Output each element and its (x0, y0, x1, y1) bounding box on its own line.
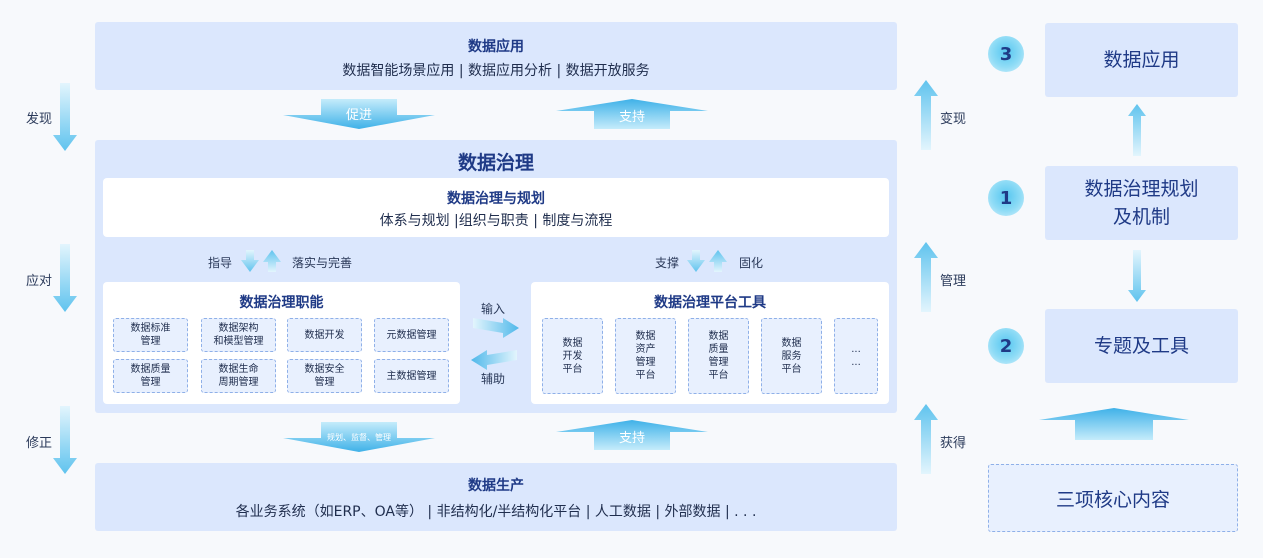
correct-label: 修正 (26, 436, 53, 451)
implement-up-arrow (263, 250, 281, 272)
correct-arrow (53, 406, 77, 474)
discover-arrow (53, 83, 77, 151)
governance-tools-panel: 数据治理平台工具 数据 开发 平台 数据 资产 管理 平台 数据 质量 管理 平… (531, 282, 889, 404)
governance-planning-panel: 数据治理与规划 体系与规划 |组织与职责 | 制度与流程 (103, 178, 889, 237)
badge-3: 3 (988, 36, 1024, 72)
respond-arrow (53, 244, 77, 312)
plan-supervise-arrow (283, 422, 435, 452)
function-cell: 数据生命 周期管理 (201, 359, 276, 393)
monetize-label: 变现 (940, 112, 967, 127)
solidify-label: 固化 (739, 256, 764, 270)
tool-cell-more: ... ... (834, 318, 878, 394)
governance-planning-title: 数据治理与规划 (447, 191, 545, 207)
tool-cell: 数据 开发 平台 (542, 318, 603, 394)
core-content-label: 三项核心内容 (1055, 488, 1170, 511)
respond-label: 应对 (26, 274, 53, 289)
support-bottom-label: 支持 (618, 431, 645, 446)
data-governance-band: 数据治理 数据治理与规划 体系与规划 |组织与职责 | 制度与流程 指导 落实与… (95, 140, 897, 413)
underpin-down-arrow (687, 250, 705, 272)
solidify-up-arrow (709, 250, 727, 272)
badge-1: 1 (988, 180, 1024, 216)
tool-cell: 数据 质量 管理 平台 (688, 318, 749, 394)
data-application-title: 数据应用 (468, 39, 524, 55)
function-cell: 主数据管理 (374, 359, 449, 393)
support-top-arrow (556, 99, 708, 129)
core-up-arrow (1039, 408, 1189, 440)
data-application-subtitle: 数据智能场景应用 | 数据应用分析 | 数据开放服务 (342, 63, 650, 79)
data-production-band: 数据生产 各业务系统（如ERP、OA等） | 非结构化/半结构化平台 | 人工数… (95, 463, 897, 531)
function-cell: 元数据管理 (374, 318, 449, 352)
plan-supervise-label: 规划、监督、管理 (327, 433, 391, 442)
assist-arrow (471, 350, 517, 370)
governance-functions-title: 数据治理职能 (239, 295, 324, 311)
manage-label: 管理 (940, 274, 967, 289)
right-box-topics-tools: 专题及工具 (1045, 309, 1238, 383)
implement-label: 落实与完善 (292, 256, 353, 270)
badge-2: 2 (988, 328, 1024, 364)
manage-arrow (914, 242, 938, 312)
discover-label: 发现 (26, 112, 53, 127)
data-production-subtitle: 各业务系统（如ERP、OA等） | 非结构化/半结构化平台 | 人工数据 | 外… (235, 504, 757, 520)
right-down-arrow (1128, 250, 1146, 302)
input-arrow (473, 318, 519, 338)
input-label: 输入 (481, 302, 506, 316)
function-cell: 数据开发 (287, 318, 362, 352)
data-production-title: 数据生产 (468, 478, 524, 494)
obtain-arrow (914, 404, 938, 474)
governance-planning-subtitle: 体系与规划 |组织与职责 | 制度与流程 (379, 213, 613, 229)
support-top-label: 支持 (618, 110, 645, 125)
data-governance-title: 数据治理 (457, 152, 534, 174)
support-bottom-arrow (556, 420, 708, 450)
function-cell: 数据安全 管理 (287, 359, 362, 393)
governance-tools-title: 数据治理平台工具 (654, 295, 766, 311)
right-box-governance-planning: 数据治理规划 及机制 (1045, 166, 1238, 240)
right-box-data-application: 数据应用 (1045, 23, 1238, 97)
guide-label: 指导 (208, 256, 233, 270)
function-cell: 数据架构 和模型管理 (201, 318, 276, 352)
data-application-band: 数据应用 数据智能场景应用 | 数据应用分析 | 数据开放服务 (95, 22, 897, 90)
underpin-label: 支撑 (655, 256, 680, 270)
core-content-box: 三项核心内容 (988, 464, 1238, 532)
governance-functions-panel: 数据治理职能 数据标准 管理 数据架构 和模型管理 数据开发 元数据管理 数据质… (103, 282, 460, 404)
function-cell: 数据标准 管理 (113, 318, 188, 352)
obtain-label: 获得 (940, 436, 967, 451)
tool-cell: 数据 资产 管理 平台 (615, 318, 676, 394)
assist-label: 辅助 (481, 372, 506, 386)
promote-label: 促进 (345, 108, 372, 123)
monetize-arrow (914, 80, 938, 150)
right-up-arrow (1128, 104, 1146, 156)
promote-arrow (283, 99, 435, 129)
function-cell: 数据质量 管理 (113, 359, 188, 393)
guide-down-arrow (241, 250, 259, 272)
tool-cell: 数据 服务 平台 (761, 318, 822, 394)
